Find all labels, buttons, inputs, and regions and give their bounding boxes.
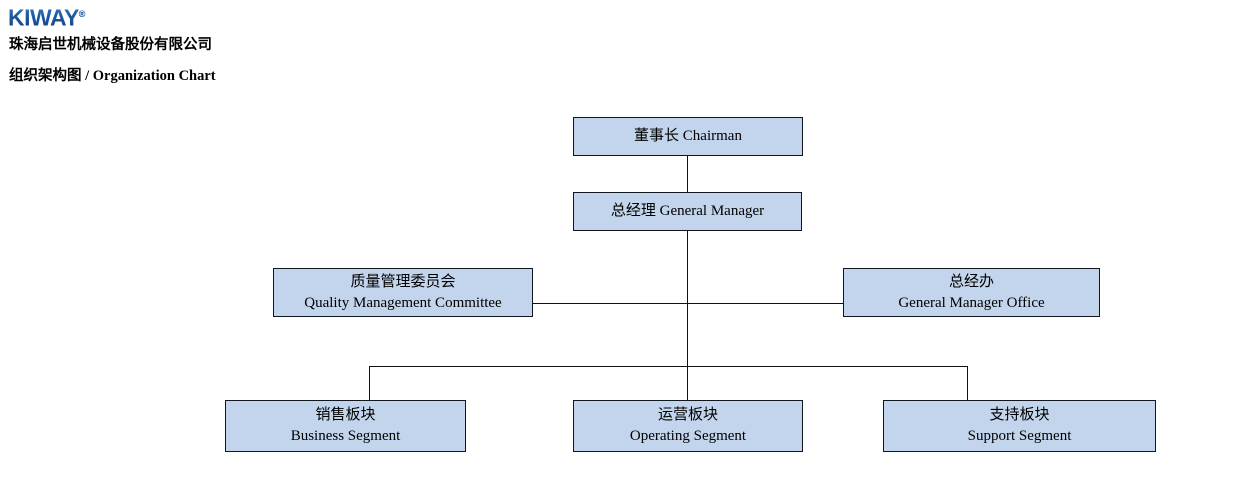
- node-operating-segment[interactable]: 运营板块 Operating Segment: [573, 400, 803, 452]
- kiway-logo: KIWAY®: [8, 1, 86, 31]
- node-general-manager-office[interactable]: 总经办 General Manager Office: [843, 268, 1100, 317]
- node-operating-segment-label-cn: 运营板块: [657, 407, 718, 423]
- connector-general-manager-trunk-lower: [687, 303, 689, 367]
- node-chairman-label-cn: 董事长: [634, 128, 680, 144]
- node-business-segment-label-cn: 销售板块: [315, 407, 376, 423]
- node-general-manager-office-label-en: General Manager Office: [898, 294, 1045, 311]
- node-chairman-label-en: Chairman: [682, 128, 742, 144]
- node-support-segment[interactable]: 支持板块 Support Segment: [883, 400, 1156, 452]
- connector-chairman-to-general-manager: [687, 155, 689, 193]
- node-support-segment-label-en: Support Segment: [967, 428, 1072, 444]
- node-general-manager-label: 总经理 General Manager: [611, 201, 764, 222]
- node-chairman[interactable]: 董事长 Chairman: [573, 117, 803, 156]
- connector-level4-distribution-bar: [369, 366, 968, 368]
- node-support-segment-label-cn: 支持板块: [989, 407, 1050, 423]
- node-business-segment[interactable]: 销售板块 Business Segment: [225, 400, 466, 452]
- page-title: 组织架构图 / Organization Chart: [9, 64, 216, 85]
- node-general-manager-label-cn: 总经理: [610, 203, 656, 219]
- connector-general-manager-trunk-upper: [687, 231, 689, 304]
- connector-drop-support-segment: [967, 366, 969, 401]
- node-general-manager[interactable]: 总经理 General Manager: [573, 192, 802, 231]
- company-name: 珠海启世机械设备股份有限公司: [9, 37, 212, 53]
- registered-trademark-icon: ®: [78, 9, 86, 19]
- page-title-en: Organization Chart: [92, 68, 216, 84]
- node-business-segment-label-en: Business Segment: [290, 428, 401, 444]
- node-quality-management-committee-label-en: Quality Management Committee: [304, 294, 502, 311]
- node-general-manager-office-label-cn: 总经办: [948, 273, 994, 290]
- logo-wordmark: KIWAY: [8, 4, 79, 31]
- node-chairman-label: 董事长 Chairman: [634, 126, 742, 147]
- node-quality-management-committee-label-cn: 质量管理委员会: [350, 273, 456, 290]
- node-general-manager-label-en: General Manager: [659, 203, 765, 219]
- connector-drop-operating-segment: [687, 366, 689, 401]
- page-title-separator: /: [81, 68, 93, 84]
- node-operating-segment-label-en: Operating Segment: [629, 428, 747, 444]
- page-title-cn: 组织架构图: [9, 68, 82, 84]
- node-quality-management-committee[interactable]: 质量管理委员会 Quality Management Committee: [273, 268, 533, 317]
- connector-drop-business-segment: [369, 366, 371, 401]
